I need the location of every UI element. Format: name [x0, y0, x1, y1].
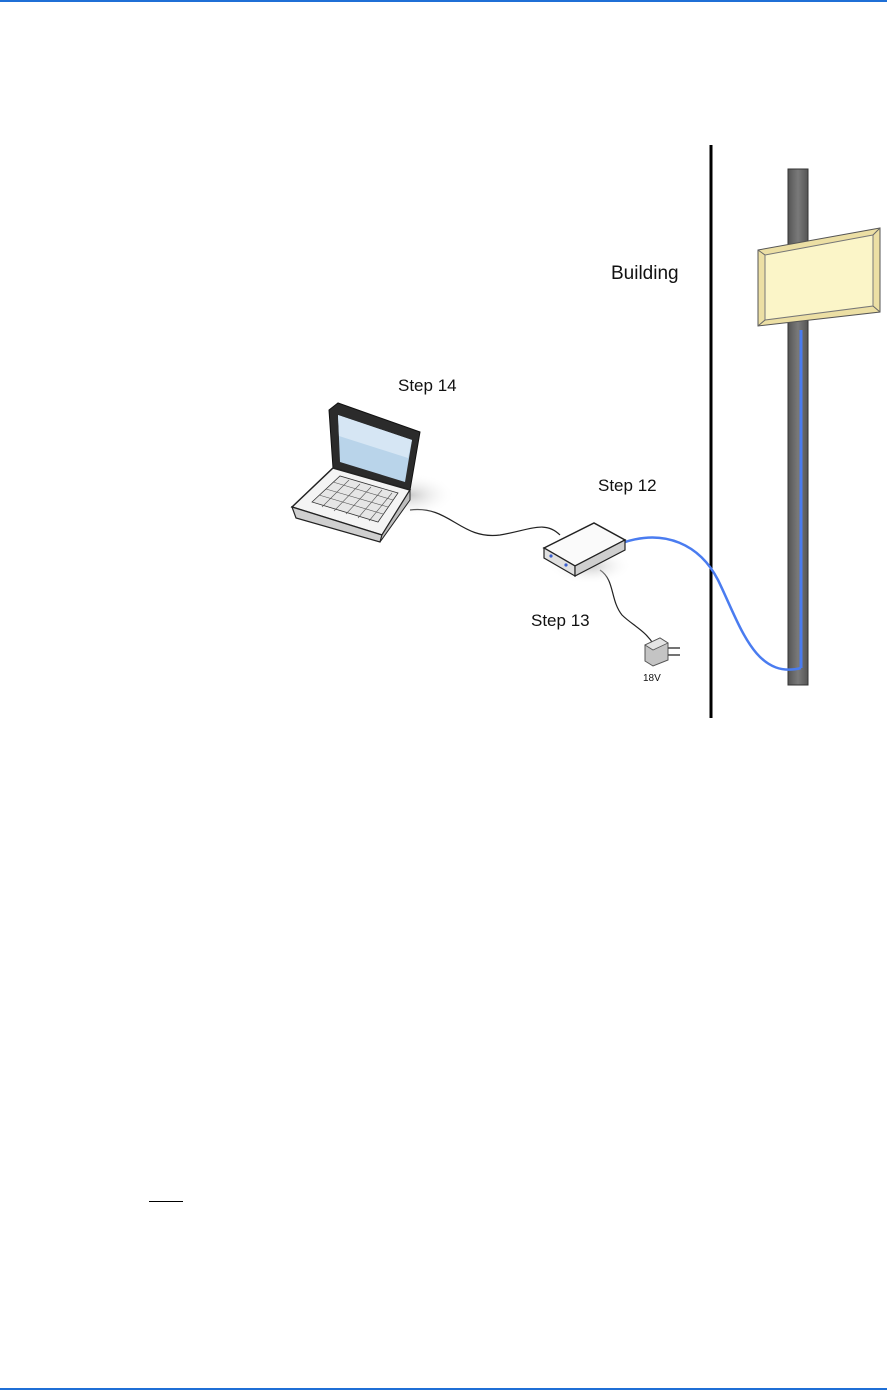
power-adapter-icon: [645, 638, 680, 666]
step14-label: Step 14: [398, 376, 457, 395]
underline-mark: [149, 1201, 183, 1202]
antenna-panel: [758, 228, 880, 326]
voltage-label: 18V: [643, 673, 661, 684]
building-label: Building: [611, 263, 679, 284]
step13-label: Step 13: [531, 611, 590, 630]
laptop-icon: [292, 403, 455, 542]
step12-label: Step 12: [598, 476, 657, 495]
footer-rule: [0, 1388, 887, 1390]
